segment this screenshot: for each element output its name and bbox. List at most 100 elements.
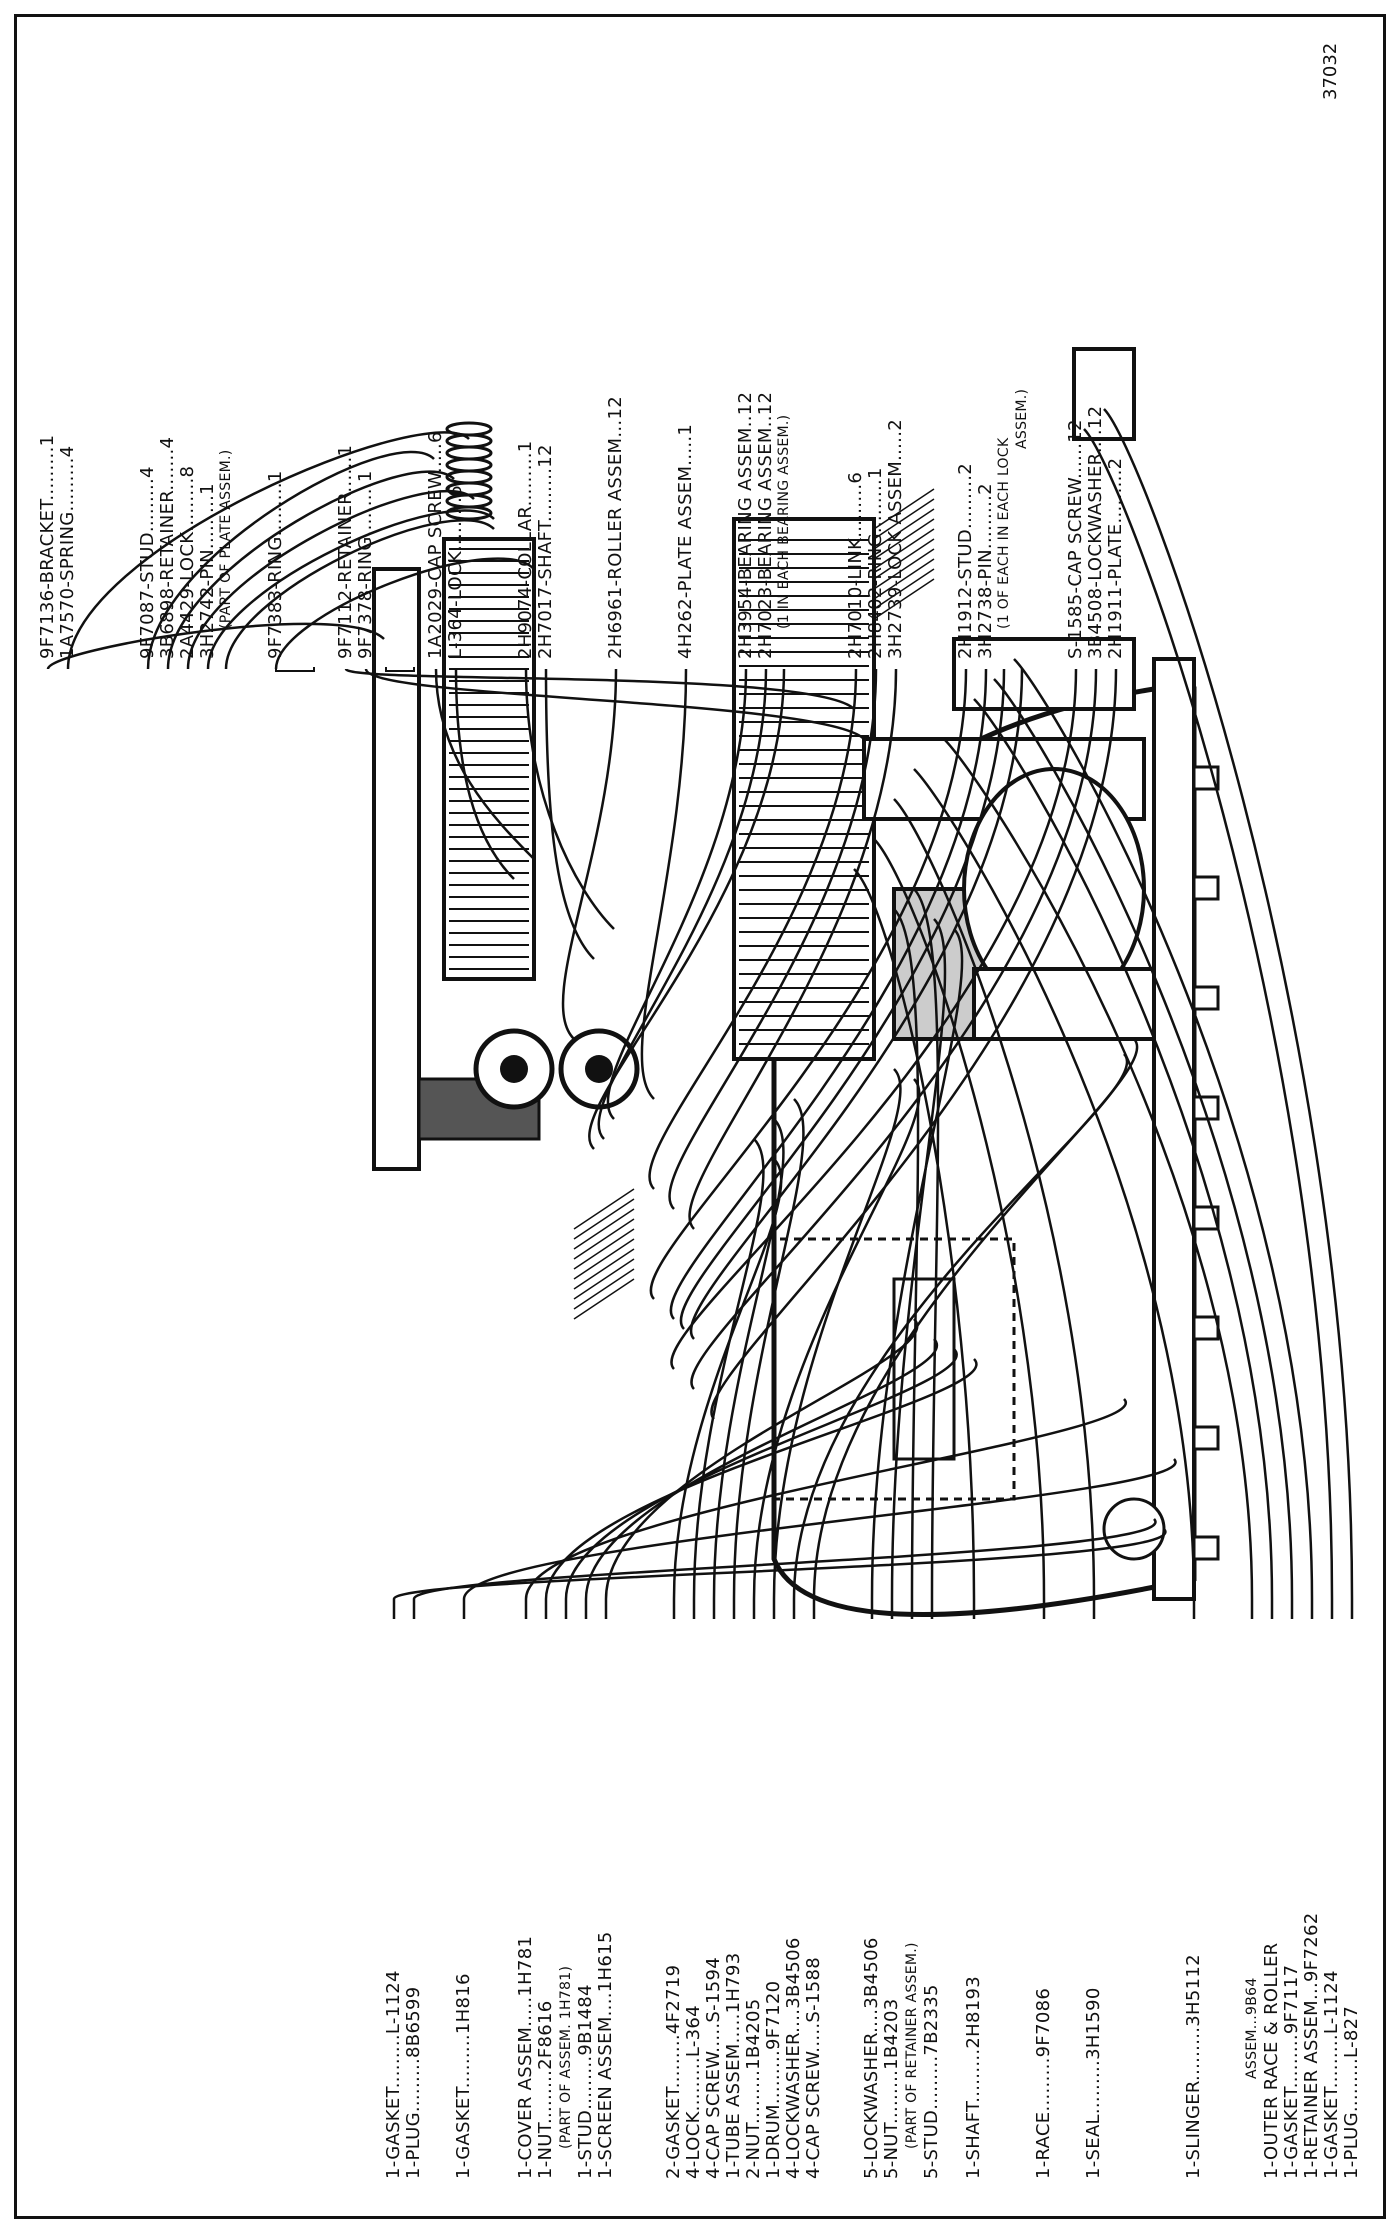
section-hatch xyxy=(873,578,935,620)
left-callout-label: 1-GASKET.........L-1124 xyxy=(1321,1970,1342,2179)
leader-line xyxy=(597,668,768,1140)
leader-line xyxy=(224,518,495,670)
left-callout-label: 1-PLUG.........L-827 xyxy=(1341,2005,1362,2179)
section-hatch xyxy=(873,558,935,600)
right-callout-label: 3H2742-PIN.........1 xyxy=(197,483,218,659)
right-callout-label: 3B4508-LOCKWASHER....12 xyxy=(1085,405,1106,659)
cap-screw xyxy=(1192,1095,1220,1121)
leader-line xyxy=(434,668,535,860)
right-callout-label: 9F7378-RING.........1 xyxy=(355,470,376,659)
cap-screw xyxy=(1192,1425,1220,1451)
section-hatch xyxy=(573,1278,635,1320)
leader-line xyxy=(146,450,435,670)
left-callout-label: 1-GASKET.........L-1124 xyxy=(383,1970,404,2179)
left-callout-label: 1-GASKET.........1H816 xyxy=(453,1973,474,2179)
left-callout-label: 5-NUT.........1B4203 xyxy=(881,1998,902,2179)
yoke xyxy=(972,967,1156,1041)
right-callout-label: 2H1912-STUD.........2 xyxy=(955,463,976,659)
leader-line xyxy=(1013,658,1314,1619)
left-callout-label: 1-SCREEN ASSEM....1H615 xyxy=(595,1931,616,2179)
right-callout-label: 2H7010-LINK.........6 xyxy=(845,471,866,659)
roller-hub xyxy=(500,1055,528,1083)
left-callout-label: 1-SLINGER.........3H5112 xyxy=(1183,1954,1204,2179)
right-callout-label: (PART OF PLATE ASSEM.) xyxy=(218,449,234,629)
cross-section-drawing xyxy=(46,347,1354,1619)
right-callout-label: 9F7087-STUD.........4 xyxy=(137,466,158,659)
section-hatch xyxy=(873,508,935,550)
screen-assembly xyxy=(892,1277,956,1461)
left-callout-label: 4-LOCKWASHER....3B4506 xyxy=(783,1937,804,2179)
right-callout-label: ASSEM.) xyxy=(1014,388,1030,449)
leader-line xyxy=(672,1158,783,1619)
left-callout-label: 5-STUD.........7B2335 xyxy=(921,1984,942,2179)
cover-assembly xyxy=(772,1237,1016,1501)
leader-line xyxy=(812,1038,1139,1619)
base-plate xyxy=(1152,657,1196,1601)
cap-screw xyxy=(1192,875,1220,901)
right-callout-label: 9F7136-BRACKET.........1 xyxy=(37,434,58,659)
left-callout-label: 2-NUT.........1B4205 xyxy=(743,1998,764,2179)
section-hatch xyxy=(873,568,935,610)
section-hatch xyxy=(573,1258,635,1300)
right-callout-label: 3H2738-PIN.........2 xyxy=(975,483,996,659)
left-callout-label: 2-GASKET.........4F2719 xyxy=(663,1964,684,2179)
section-hatch xyxy=(873,528,935,570)
leader-line xyxy=(670,668,1078,1370)
section-hatch xyxy=(873,488,935,530)
leader-line xyxy=(462,1458,1177,1619)
right-callout-label: 2H7017-SHAFT.........12 xyxy=(535,444,556,659)
roller-hub xyxy=(585,1055,613,1083)
leader-line xyxy=(792,1053,1129,1619)
leader-line xyxy=(669,668,988,1320)
leader-line xyxy=(913,888,940,1619)
yoke xyxy=(952,637,1136,711)
leader-line xyxy=(66,431,470,670)
left-callout-label: 1-STUD.........9B1484 xyxy=(575,1984,596,2179)
section-hatch xyxy=(573,1228,635,1270)
left-callout-label: 1-TUBE ASSEM.....1H793 xyxy=(723,1952,744,2179)
leader-line xyxy=(870,928,964,1619)
right-callout-label: (1 OF EACH IN EACH LOCK xyxy=(996,437,1012,629)
right-callout-label: 4H262-PLATE ASSEM.....1 xyxy=(675,423,696,659)
right-callout-label: 3B6898-RETAINER.......4 xyxy=(157,436,178,659)
plug xyxy=(1072,347,1136,441)
leader-line xyxy=(973,698,1274,1619)
leader-line xyxy=(772,1068,902,1619)
leader-line xyxy=(690,668,1098,1390)
right-callout-label: 9F7383-RING.........1 xyxy=(265,470,286,659)
leader-line xyxy=(564,1348,958,1619)
left-callout-label: 1-SHAFT.........2H8193 xyxy=(963,1975,984,2179)
section-hatch xyxy=(873,518,935,560)
section-hatch xyxy=(573,1248,635,1290)
right-callout-label: 2H8402-RING.........1 xyxy=(865,467,886,659)
leader-line xyxy=(648,668,858,1190)
leader-line xyxy=(206,509,495,670)
group-brace xyxy=(385,667,415,672)
right-callout-label: (1 IN EACH BEARING ASSEM.) xyxy=(776,414,792,629)
cap-screw xyxy=(1192,1535,1220,1561)
spring-coil xyxy=(445,457,493,473)
section-hatch xyxy=(573,1268,635,1310)
leader-line xyxy=(544,1358,978,1619)
cap-screw xyxy=(1192,1205,1220,1231)
section-hatch xyxy=(573,1188,635,1230)
leader-line xyxy=(649,668,968,1300)
section-hatch xyxy=(573,1198,635,1240)
left-callout-label: 1-DRUM.........9F7120 xyxy=(763,1980,784,2179)
leader-line xyxy=(893,798,1096,1619)
leader-line xyxy=(524,1398,1128,1619)
right-callout-label: 2H9074-COLLAR.........1 xyxy=(515,440,536,659)
section-hatch xyxy=(573,1218,635,1260)
spring-coil xyxy=(445,445,493,461)
section-hatch xyxy=(873,498,935,540)
left-callout-label: (PART OF ASSEM. 1H781) xyxy=(558,1965,574,2149)
right-callout-label: 1A2029-CAP SCREW.....6 xyxy=(425,431,446,659)
leader-line xyxy=(584,1338,939,1619)
cap-screw xyxy=(1192,1315,1220,1341)
leader-line xyxy=(274,557,535,670)
cover-plug xyxy=(1102,1497,1166,1561)
left-callout-label: 1-COVER ASSEM.....1H781 xyxy=(515,1935,536,2179)
left-callout-label: 4-LOCK.........L-364 xyxy=(683,2005,704,2179)
right-callout-label: 3H2739-LOCK ASSEM.....2 xyxy=(885,419,906,659)
